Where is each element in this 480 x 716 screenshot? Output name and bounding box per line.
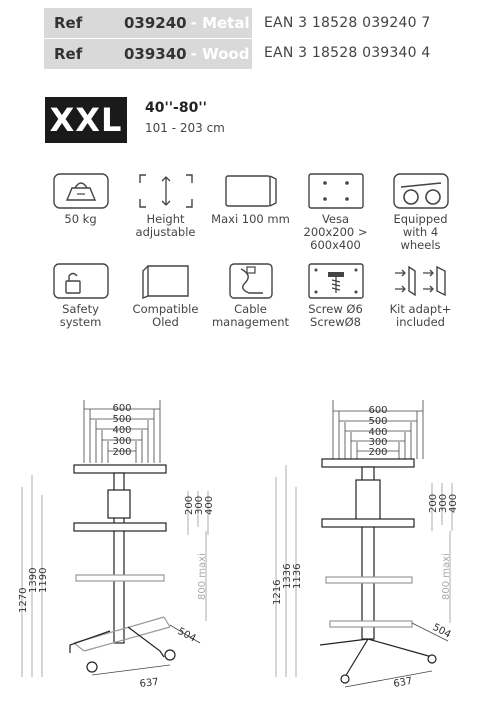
screw-icon [307, 262, 365, 300]
feature-screen-size: Maxi 100 mm [208, 172, 293, 262]
reference-row-metal: Ref 039240 - Metal EAN 3 18528 039240 7 [44, 8, 456, 38]
screen-size-cm: 101 - 203 cm [145, 121, 225, 135]
width-label-500: 500 [112, 414, 131, 425]
diagram-wood [275, 400, 453, 688]
feature-safety: Safety system [38, 262, 123, 352]
height-adjust-icon [137, 172, 195, 210]
spacing-label-300: 300 [194, 496, 205, 515]
lock-icon [52, 262, 110, 300]
height-label: 1216 [272, 580, 283, 605]
feature-cable: Cable management [208, 262, 293, 352]
height-label: 1336 [282, 564, 293, 589]
feature-vesa: Vesa 200x200 > 600x400 [293, 172, 378, 262]
ref-code: 039240 [124, 14, 187, 32]
ref-material: - Wood [190, 44, 250, 63]
feature-label: Screw Ø6 ScrewØ8 [308, 302, 363, 329]
feature-adapter: Kit adapt+ included [378, 262, 463, 352]
spacing-label-200: 200 [428, 494, 439, 513]
feature-label: Height adjustable [135, 212, 196, 239]
feature-label: Kit adapt+ included [389, 302, 452, 329]
depth-label: 504 [176, 626, 198, 645]
feature-label: Compatible Oled [132, 302, 199, 329]
reference-cell: Ref 039340 - Wood [44, 37, 252, 69]
ean-code: EAN 3 18528 039240 7 [264, 15, 431, 31]
feature-label: Equipped with 4 wheels [393, 212, 448, 252]
height-label: 1190 [38, 568, 49, 593]
maxi-label: 800 maxi [197, 553, 208, 600]
feature-label: 50 kg [64, 212, 97, 226]
reference-cell: Ref 039240 - Metal [44, 8, 252, 38]
base-label: 637 [393, 676, 414, 690]
spacing-label-400: 400 [448, 494, 459, 513]
base-label: 637 [139, 677, 159, 690]
ref-material: - Metal [190, 14, 250, 32]
cable-icon [222, 262, 280, 300]
screen-size-inches: 40''-80'' [145, 100, 207, 116]
width-label-200: 200 [368, 447, 387, 458]
wheels-icon [392, 172, 450, 210]
ref-label: Ref [54, 44, 83, 63]
ean-code: EAN 3 18528 039340 4 [264, 45, 431, 61]
technical-drawings: 600 500 400 300 200 200 300 400 800 maxi… [18, 400, 459, 690]
diagram-metal [21, 400, 209, 677]
feature-row: 50 kg Height adjustable Maxi 100 mm Vesa… [38, 172, 464, 262]
feature-weight: 50 kg [38, 172, 123, 262]
spacing-label-400: 400 [204, 496, 215, 515]
ref-code: 039340 [124, 44, 187, 63]
height-label: 1136 [292, 564, 303, 589]
feature-row: Safety system Compatible Oled Cable mana… [38, 262, 464, 352]
feature-label: Safety system [59, 302, 102, 329]
reference-row-wood: Ref 039340 - Wood EAN 3 18528 039340 4 [44, 37, 456, 69]
adapter-icon [392, 262, 450, 300]
height-label: 1390 [28, 568, 39, 593]
feature-oled: Compatible Oled [123, 262, 208, 352]
ref-label: Ref [54, 14, 83, 32]
oled-icon [137, 262, 195, 300]
width-label-200: 200 [112, 447, 131, 458]
height-label: 1270 [18, 588, 29, 613]
feature-height: Height adjustable [123, 172, 208, 262]
size-badge: XXL [45, 97, 127, 143]
reference-table: Ref 039240 - Metal EAN 3 18528 039240 7 … [44, 8, 456, 69]
vesa-icon [307, 172, 365, 210]
feature-label: Vesa 200x200 > 600x400 [303, 212, 368, 252]
width-label-600: 600 [112, 403, 131, 414]
width-label-300: 300 [368, 437, 387, 448]
spacing-label-300: 300 [438, 494, 449, 513]
feature-grid: 50 kg Height adjustable Maxi 100 mm Vesa… [38, 172, 464, 352]
maxi-label: 800 maxi [441, 553, 452, 600]
width-label-500: 500 [368, 416, 387, 427]
feature-label: Maxi 100 mm [211, 212, 290, 226]
spacing-label-200: 200 [184, 496, 195, 515]
weight-icon [52, 172, 110, 210]
feature-wheels: Equipped with 4 wheels [378, 172, 463, 262]
width-label-400: 400 [112, 425, 131, 436]
width-label-300: 300 [112, 436, 131, 447]
width-label-400: 400 [368, 427, 387, 438]
screen-size-icon [222, 172, 280, 210]
width-label-600: 600 [368, 405, 387, 416]
feature-screw: Screw Ø6 ScrewØ8 [293, 262, 378, 352]
feature-label: Cable management [211, 302, 290, 329]
